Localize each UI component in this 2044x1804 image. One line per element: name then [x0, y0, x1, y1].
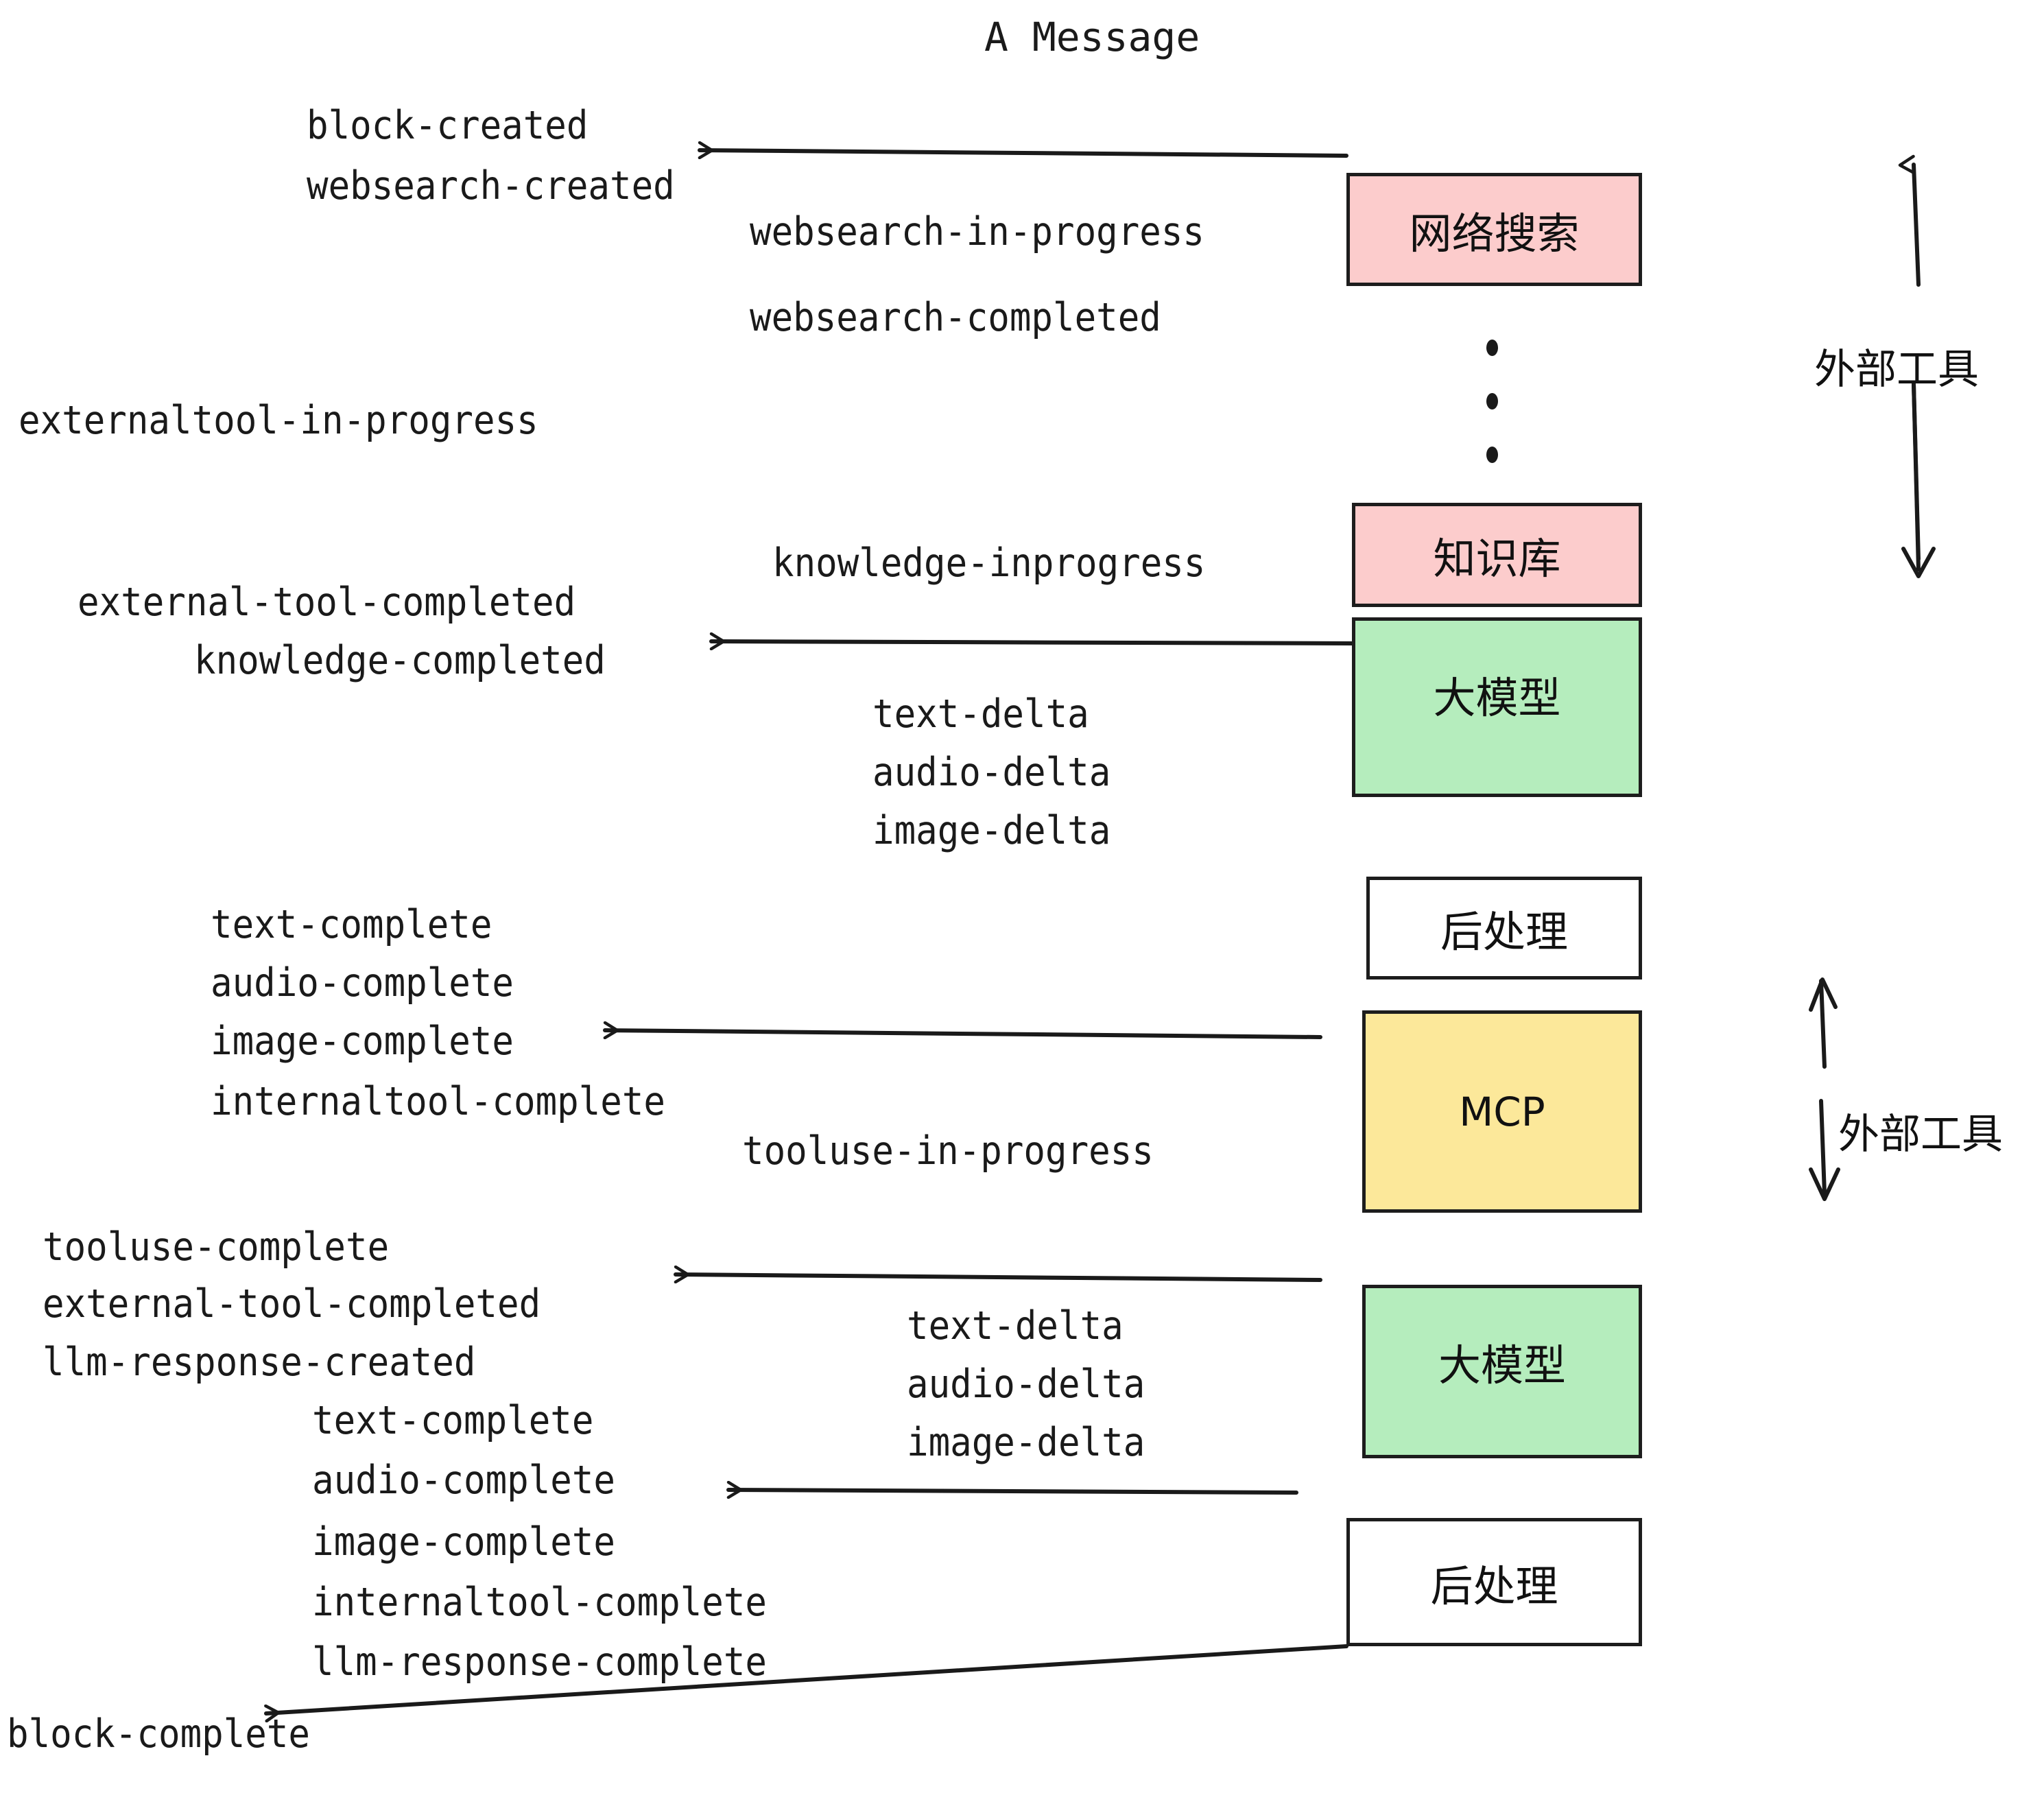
event-text-delta-2: text-delta [907, 1303, 1124, 1349]
event-external-tool-completed-1: external-tool-completed [78, 580, 576, 625]
vertical-ellipsis [1485, 340, 1499, 463]
node-label: 知识库 [1433, 534, 1561, 584]
arrow-knowledge-completed [709, 641, 1354, 643]
node-label: 网络搜索 [1409, 208, 1580, 259]
event-internaltool-complete-1: internaltool-complete [211, 1079, 666, 1124]
external-tools-stem-up-bottom [1819, 979, 1827, 1069]
event-internaltool-complete-2: internaltool-complete [312, 1580, 768, 1625]
event-image-delta-2: image-delta [907, 1420, 1145, 1465]
node-knowledge[interactable]: 知识库 [1352, 503, 1642, 607]
external-tools-arrow-up-top [1898, 154, 1921, 287]
node-postprocess-1[interactable]: 后处理 [1366, 877, 1642, 980]
event-audio-complete-1: audio-complete [211, 960, 514, 1006]
external-tools-stem-down-bottom [1819, 1099, 1827, 1196]
event-block-complete: block-complete [7, 1711, 311, 1757]
event-image-delta-1: image-delta [872, 808, 1111, 853]
external-tools-label-top: 外部工具 [1814, 346, 1979, 394]
external-tools-head-down-top [1901, 547, 1936, 578]
event-tooluse-in-progress: tooluse-in-progress [742, 1128, 1154, 1174]
arrow-audio-complete [726, 1490, 1298, 1493]
node-label: 大模型 [1433, 673, 1561, 723]
arrow-block-complete [264, 1644, 1348, 1713]
external-tools-head-up-bottom [1809, 977, 1838, 1012]
event-websearch-created: websearch-created [307, 163, 675, 209]
event-externaltool-in-progress: externaltool-in-progress [19, 398, 538, 443]
node-llm-1[interactable]: 大模型 [1352, 617, 1642, 797]
event-image-complete-1: image-complete [211, 1019, 514, 1064]
event-audio-complete-2: audio-complete [312, 1458, 616, 1503]
event-llm-response-complete: llm-response-complete [312, 1639, 768, 1685]
event-text-complete-2: text-complete [312, 1398, 594, 1443]
arrow-image-complete [603, 1030, 1322, 1037]
node-websearch[interactable]: 网络搜索 [1346, 173, 1642, 286]
event-knowledge-completed: knowledge-completed [194, 638, 606, 683]
external-tools-head-down-bottom [1809, 1167, 1840, 1201]
arrow-block-created [698, 150, 1348, 156]
event-block-created: block-created [307, 103, 589, 148]
event-external-tool-completed-2: external-tool-completed [43, 1281, 541, 1327]
event-llm-response-created: llm-response-created [43, 1340, 476, 1385]
event-knowledge-inprogress: knowledge-inprogress [772, 541, 1206, 586]
node-llm-2[interactable]: 大模型 [1362, 1285, 1642, 1458]
node-postprocess-2[interactable]: 后处理 [1346, 1518, 1642, 1646]
node-label: 后处理 [1430, 1560, 1558, 1611]
event-audio-delta-2: audio-delta [907, 1362, 1145, 1407]
event-image-complete-2: image-complete [312, 1519, 616, 1565]
node-label: 大模型 [1438, 1340, 1566, 1390]
event-text-complete-1: text-complete [211, 902, 492, 947]
external-tools-stem-top [1912, 382, 1921, 571]
external-tools-label-bottom: 外部工具 [1838, 1111, 2003, 1159]
event-websearch-in-progress: websearch-in-progress [750, 209, 1205, 254]
event-audio-delta-1: audio-delta [872, 750, 1111, 795]
event-tooluse-complete: tooluse-complete [43, 1224, 390, 1270]
event-websearch-completed: websearch-completed [750, 295, 1161, 340]
node-label: 后处理 [1440, 907, 1568, 957]
event-text-delta-1: text-delta [872, 691, 1089, 737]
node-mcp[interactable]: MCP [1362, 1010, 1642, 1213]
node-label: MCP [1459, 1088, 1545, 1135]
page-title: A Message [984, 14, 1200, 60]
arrow-tooluse-complete [674, 1274, 1322, 1280]
